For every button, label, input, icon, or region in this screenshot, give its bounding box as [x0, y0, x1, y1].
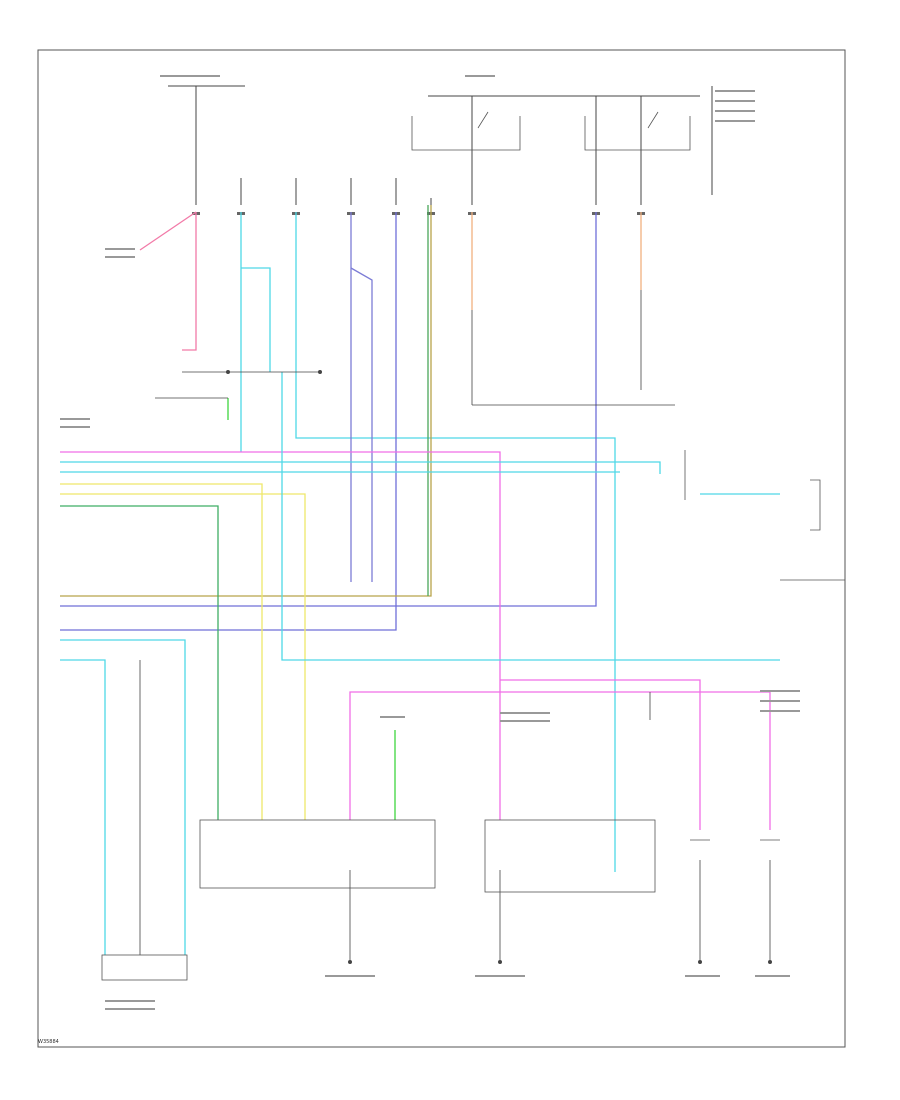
- instrument-cluster-box: [101, 819, 780, 981]
- right-side-connectors: [684, 450, 845, 581]
- top-power-feeds: [168, 85, 713, 205]
- ground-and-black-wires: [139, 290, 771, 960]
- colored-wires: [60, 205, 780, 955]
- ground-symbols: [226, 370, 772, 964]
- diagram-code: W35884: [38, 1039, 59, 1045]
- label-tick-marks: [60, 75, 800, 1010]
- relay-boxes: [411, 111, 691, 151]
- connector-row: [192, 212, 645, 215]
- diagram-border: [37, 49, 846, 1048]
